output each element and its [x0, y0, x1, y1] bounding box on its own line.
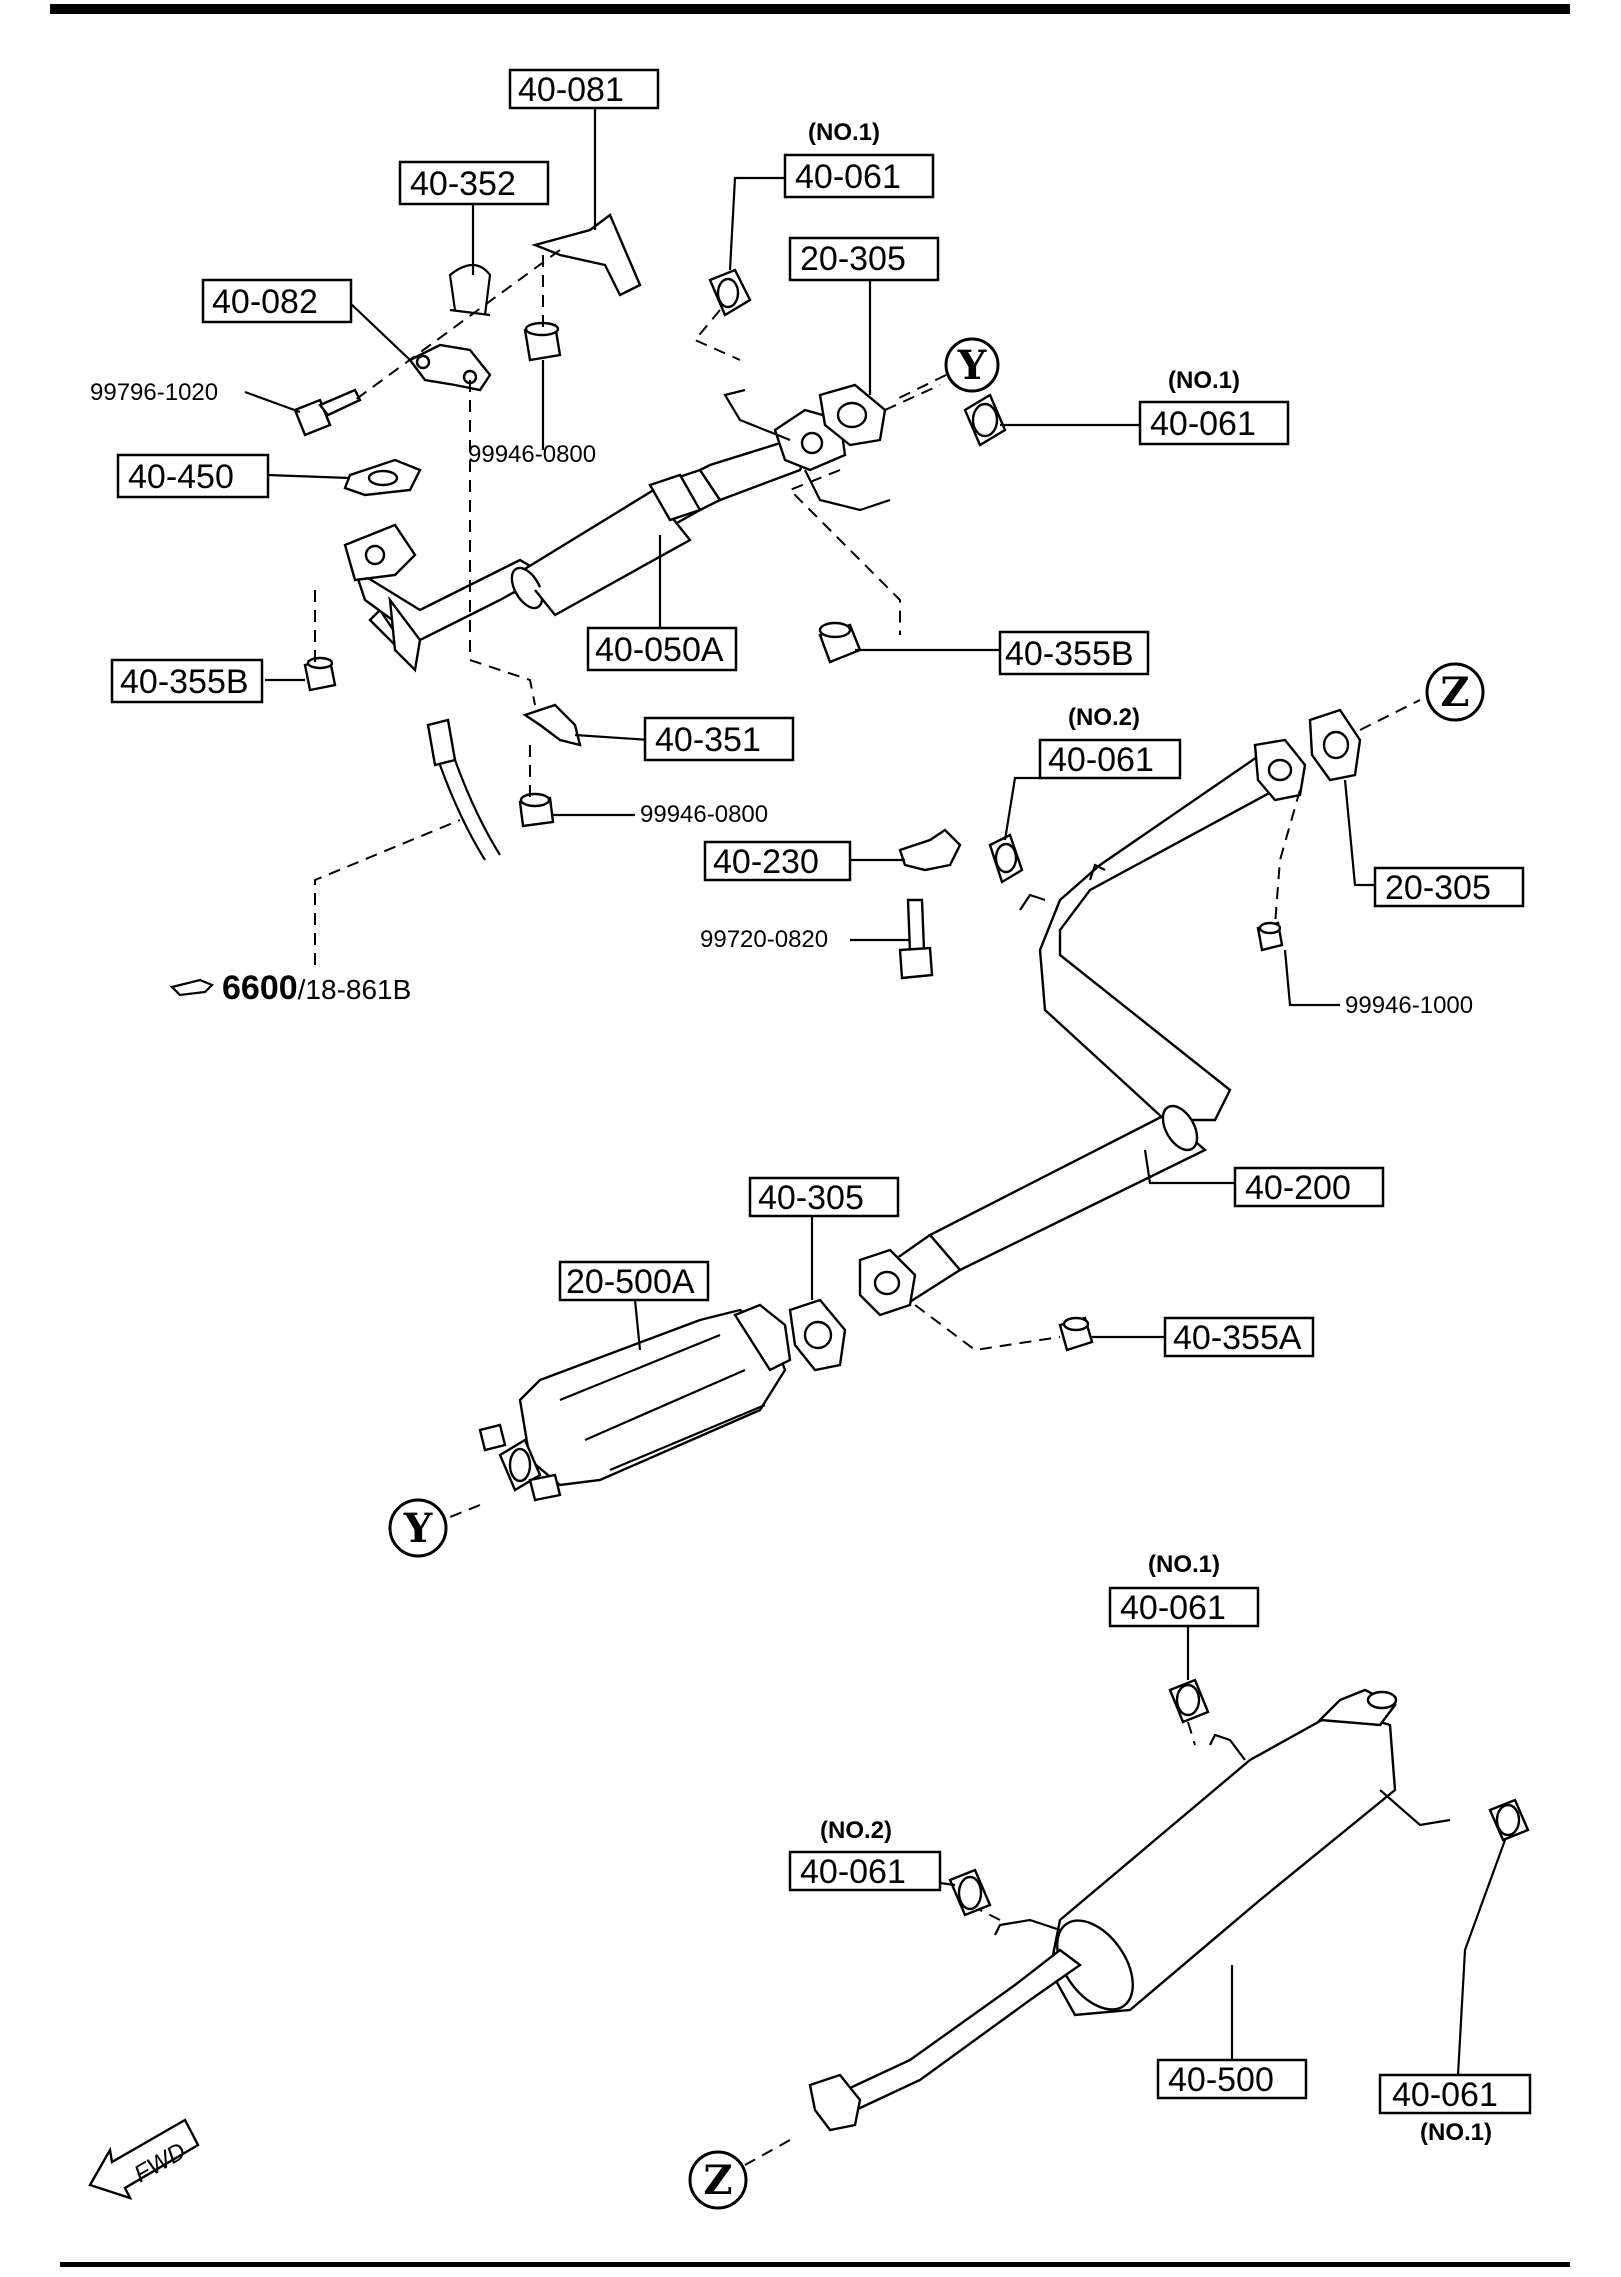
label-40-061-no2: 40-061	[1048, 741, 1154, 779]
insulator-40-061-top-shape	[708, 268, 752, 317]
bracket-40-081-shape	[531, 213, 642, 297]
forward-direction-indicator: FWD	[88, 2118, 200, 2201]
label-boxes	[110, 68, 1532, 2115]
top-rule	[50, 4, 1570, 14]
insulator-40-061-lower-no2-shape	[948, 1868, 992, 1917]
qualifier-no1-top: (NO.1)	[808, 119, 880, 146]
svg-text:6600/18-861B: 6600/18-861B	[222, 969, 411, 1007]
connector-y-bottom: Y	[388, 1498, 448, 1558]
nut-40-355b-mid-shape	[818, 621, 862, 664]
svg-text:Z: Z	[703, 2157, 732, 2204]
label-40-352: 40-352	[410, 165, 516, 203]
connector-z-top: Z	[1425, 662, 1485, 722]
oxygen-sensor-shape	[426, 718, 501, 861]
label-20-305-right: 20-305	[1385, 869, 1491, 907]
label-40-050a: 40-050A	[595, 631, 724, 669]
qualifier-no2-mid: (NO.2)	[1068, 704, 1140, 731]
label-99946-0800-mid: 99946-0800	[640, 801, 768, 828]
bolt-99720-0820-shape	[898, 898, 934, 980]
qualifier-no2-lower: (NO.2)	[820, 1817, 892, 1844]
fwd-arrow-icon	[88, 2118, 200, 2201]
label-99720-0820: 99720-0820	[700, 926, 828, 953]
reference-section: /18-861B	[298, 974, 412, 1005]
label-20-500a: 20-500A	[566, 1263, 695, 1301]
svg-text:Y: Y	[403, 1505, 433, 1552]
pointing-hand-icon	[169, 978, 214, 997]
label-99946-0800-top: 99946-0800	[468, 441, 596, 468]
label-40-500: 40-500	[1168, 2061, 1274, 2099]
cross-reference: 6600/18-861B	[169, 969, 411, 1007]
label-40-355a: 40-355A	[1173, 1319, 1302, 1357]
qualifier-no1-bottom: (NO.1)	[1420, 2119, 1492, 2146]
label-40-355b-mid: 40-355B	[1005, 635, 1134, 673]
qualifier-no1-right: (NO.1)	[1168, 367, 1240, 394]
insulator-40-061-bottom-shape	[1488, 1798, 1530, 1842]
leader-lines	[244, 107, 1507, 2076]
nut-40-355a-shape	[1058, 1316, 1094, 1352]
connector-z-bottom: Z	[688, 2150, 748, 2210]
label-99946-1000: 99946-1000	[1345, 992, 1473, 1019]
label-40-450: 40-450	[128, 458, 234, 496]
insulator-40-061-right-shape	[963, 393, 1007, 447]
nut-99946-0800-top-shape	[523, 321, 562, 362]
label-99796-1020: 99796-1020	[90, 379, 218, 406]
connector-y-top: Y	[944, 337, 1000, 393]
nut-99946-1000-shape	[1256, 921, 1284, 952]
bracket-40-351-shape	[522, 703, 582, 747]
label-40-082: 40-082	[212, 283, 318, 321]
label-40-305: 40-305	[758, 1179, 864, 1217]
label-40-061-bottom: 40-061	[1392, 2076, 1498, 2114]
label-40-200: 40-200	[1245, 1169, 1351, 1207]
nut-99946-0800-mid-shape	[518, 792, 555, 828]
label-40-061-lower-no2: 40-061	[800, 1853, 906, 1891]
middle-pipe-illustration	[858, 738, 1307, 1317]
label-40-230: 40-230	[713, 843, 819, 881]
catalytic-converter-shape	[478, 1303, 792, 1502]
bolt-99796-1020-shape	[293, 388, 362, 437]
svg-text:Y: Y	[957, 342, 987, 389]
insulator-40-061-no2-shape	[988, 833, 1024, 884]
label-40-061-right: 40-061	[1150, 405, 1256, 443]
label-20-305-top: 20-305	[800, 240, 906, 278]
svg-text:Z: Z	[1440, 669, 1469, 716]
main-silencer-shape	[808, 1688, 1451, 2132]
nut-40-355b-left-shape	[303, 656, 337, 692]
label-40-061-lower: 40-061	[1120, 1589, 1226, 1627]
label-40-061-top: 40-061	[795, 158, 901, 196]
reference-page-number: 6600	[222, 969, 298, 1007]
label-40-351: 40-351	[655, 721, 761, 759]
qualifier-no1-lower: (NO.1)	[1148, 1551, 1220, 1578]
u-bolt-40-352-shape	[448, 263, 492, 316]
insulator-40-061-lower-shape	[1168, 1678, 1210, 1724]
bracket-40-230-shape	[898, 828, 962, 872]
assembly-lines	[314, 249, 1421, 2166]
bottom-rule	[60, 2262, 1570, 2267]
label-40-355b-left: 40-355B	[120, 663, 249, 701]
label-40-081: 40-081	[518, 71, 624, 109]
